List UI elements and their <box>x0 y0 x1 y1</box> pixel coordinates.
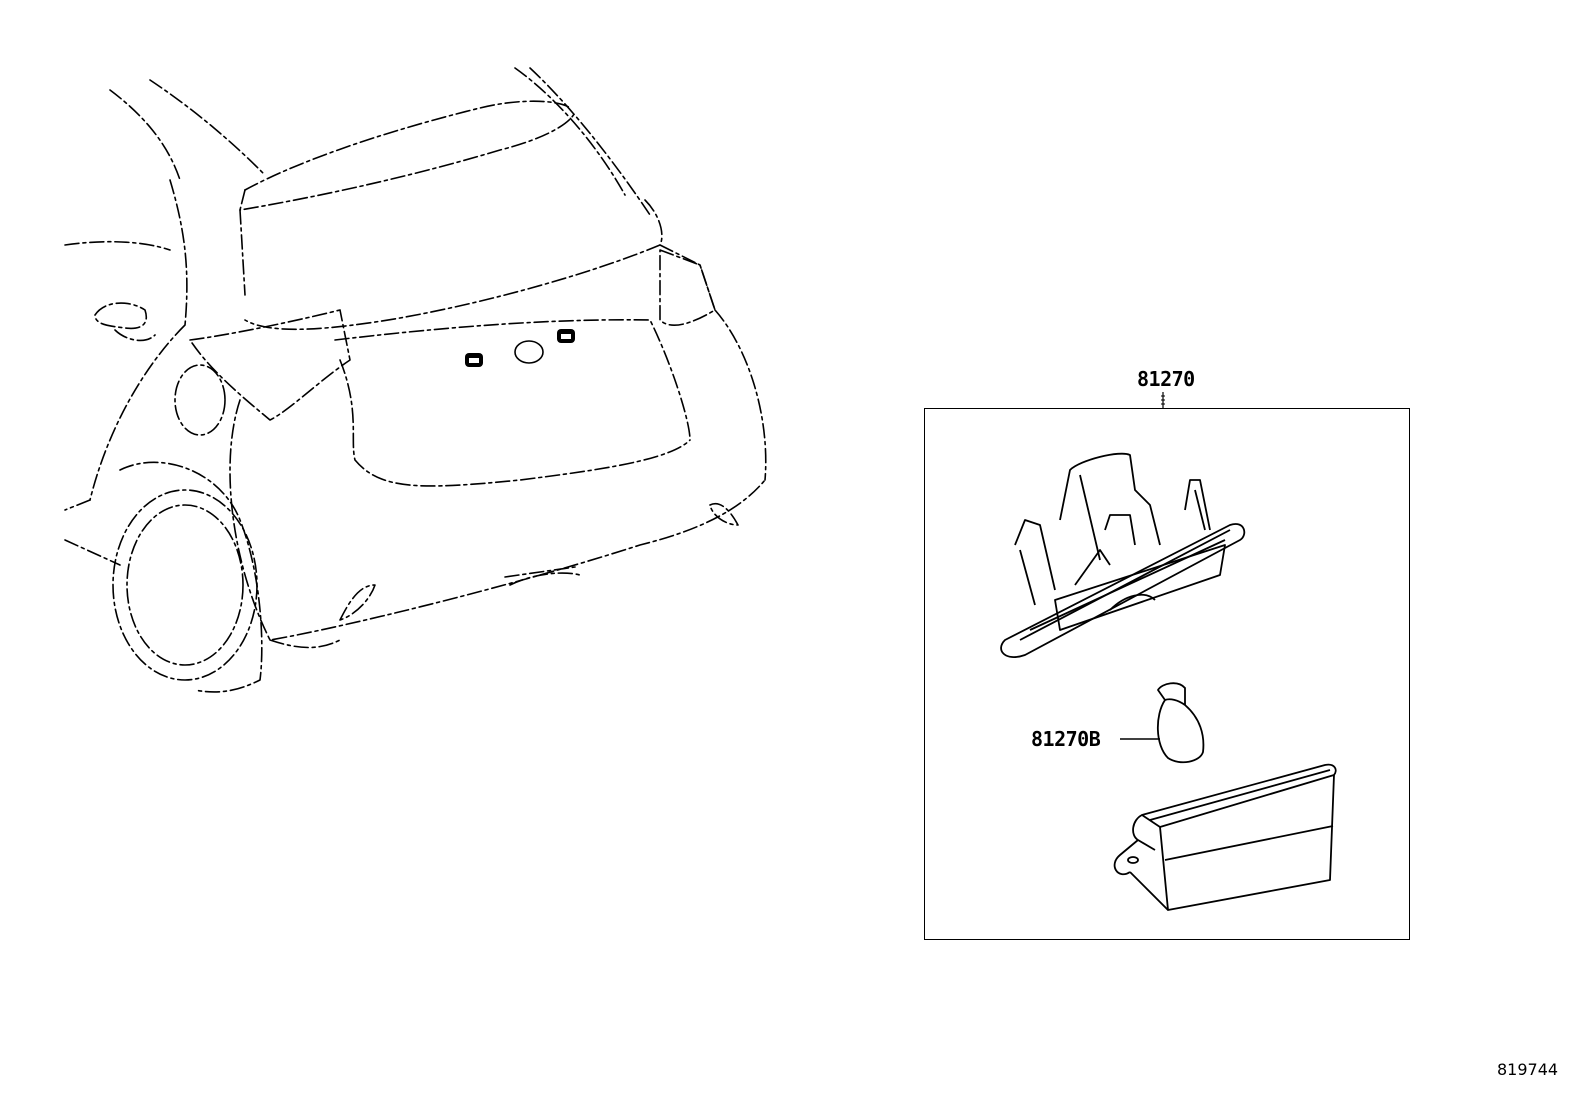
lamp-lens-icon <box>1113 763 1337 911</box>
license-lamp-location-right <box>557 329 575 343</box>
bulb-icon <box>1156 682 1205 764</box>
license-lamp-location-left <box>465 353 483 367</box>
bulb-part-number: 81270B <box>1031 727 1101 751</box>
figure-number: 819744 <box>1497 1060 1559 1079</box>
lamp-housing-icon <box>1000 452 1246 658</box>
assembly-box <box>924 408 1410 940</box>
assembly-part-number: 81270 <box>1137 367 1195 391</box>
assembly-leader-line <box>1161 392 1165 408</box>
